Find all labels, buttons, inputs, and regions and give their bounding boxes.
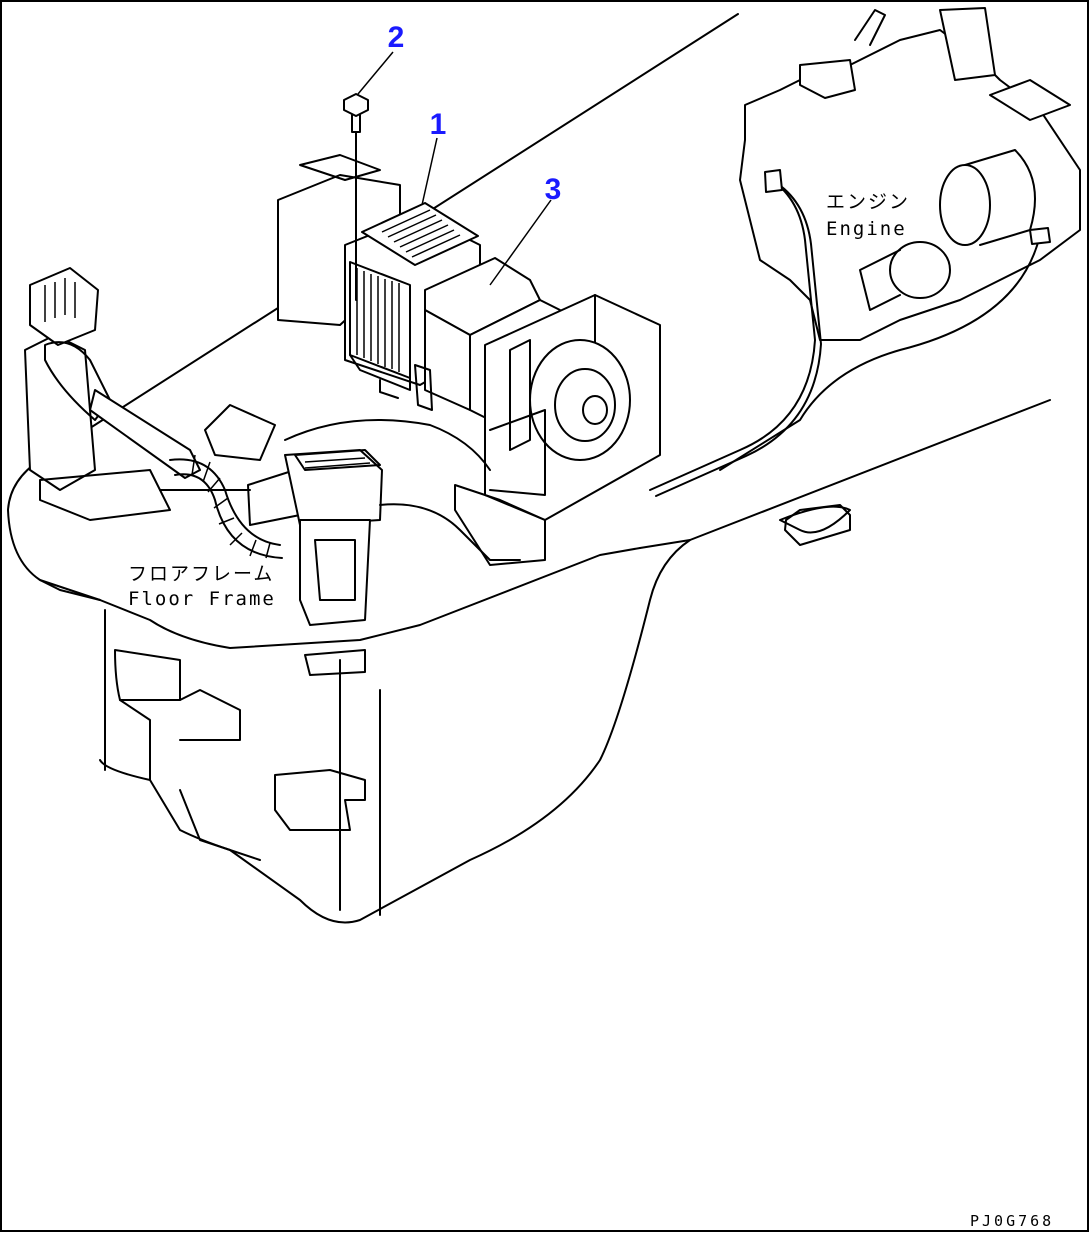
callout-3: 3 (545, 173, 562, 206)
air-ducts (24, 267, 521, 676)
blower-unit (414, 257, 661, 566)
callout-1: 1 (430, 108, 447, 141)
engine-label-en: Engine (826, 218, 907, 240)
bolt (343, 93, 369, 301)
floor-frame-label-jp: フロアフレーム (128, 563, 274, 585)
engine-label-jp: エンジン (826, 191, 910, 213)
floor-frame-label-en: Floor Frame (128, 588, 276, 610)
floor-frame-body (7, 13, 1051, 924)
callout-leaders (357, 51, 552, 286)
engine-assembly: エンジン Engine (649, 7, 1081, 497)
drawing-code: PJ0G768 (970, 1212, 1054, 1230)
callout-2: 2 (388, 21, 405, 54)
